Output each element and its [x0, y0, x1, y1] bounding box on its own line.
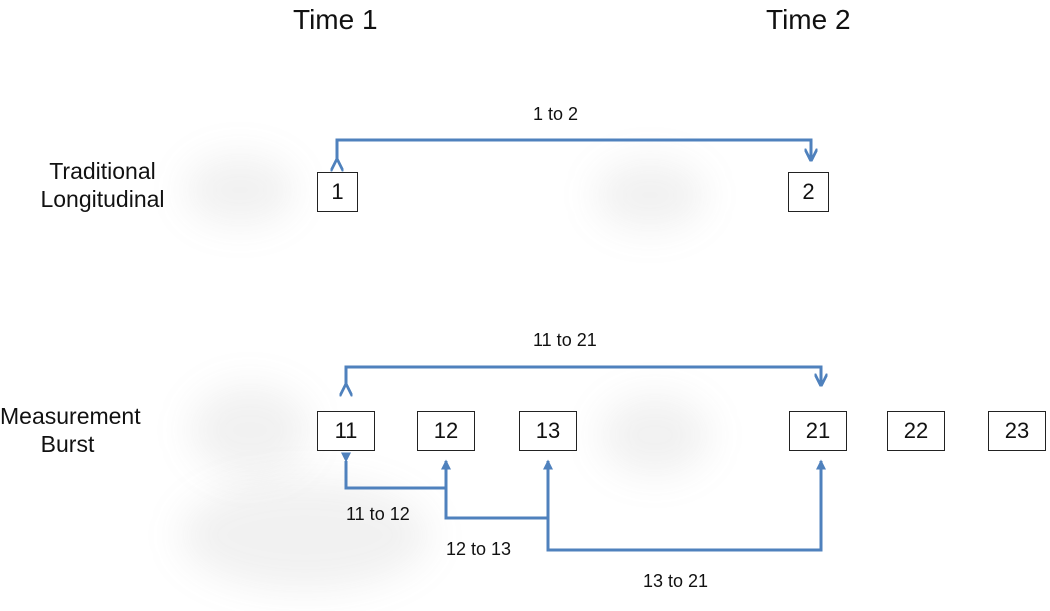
arrow-11-to-12	[340, 452, 452, 490]
box-2: 2	[788, 172, 829, 212]
edge-label-13-to-21: 13 to 21	[643, 571, 709, 591]
arrow-1-to-2	[337, 138, 811, 160]
box-21: 21	[789, 411, 847, 451]
arrow-13-to-21	[546, 459, 827, 552]
arrow-11-to-21	[346, 365, 821, 385]
box-11: 11	[317, 411, 375, 451]
background-smudge	[190, 385, 310, 475]
row-label-line: Burst	[40, 431, 95, 457]
box-13: 13	[519, 411, 577, 451]
arrow-12-to-13	[444, 459, 554, 520]
background-smudge	[180, 480, 430, 590]
edge-label-12-to-13: 12 to 13	[446, 539, 512, 559]
header-time-2: Time 2	[766, 4, 851, 35]
row-label-line: Measurement	[0, 403, 141, 429]
background-smudge	[595, 160, 705, 230]
box-22: 22	[887, 411, 945, 451]
box-12: 12	[417, 411, 475, 451]
edge-label-11-to-21: 11 to 21	[533, 330, 597, 350]
box-23: 23	[988, 411, 1046, 451]
row-label-traditional-longitudinal: Traditional Longitudinal	[10, 157, 195, 213]
row-label-line: Longitudinal	[40, 186, 165, 212]
background-smudge	[600, 395, 710, 475]
row-label-measurement-burst: Measurement Burst	[0, 402, 141, 458]
row-label-line: Traditional	[49, 158, 156, 184]
header-time-1: Time 1	[293, 4, 378, 35]
background-smudge	[185, 155, 295, 225]
edge-label-1-to-2: 1 to 2	[533, 104, 579, 124]
box-1: 1	[317, 172, 358, 212]
edge-label-11-to-12: 11 to 12	[346, 504, 410, 524]
